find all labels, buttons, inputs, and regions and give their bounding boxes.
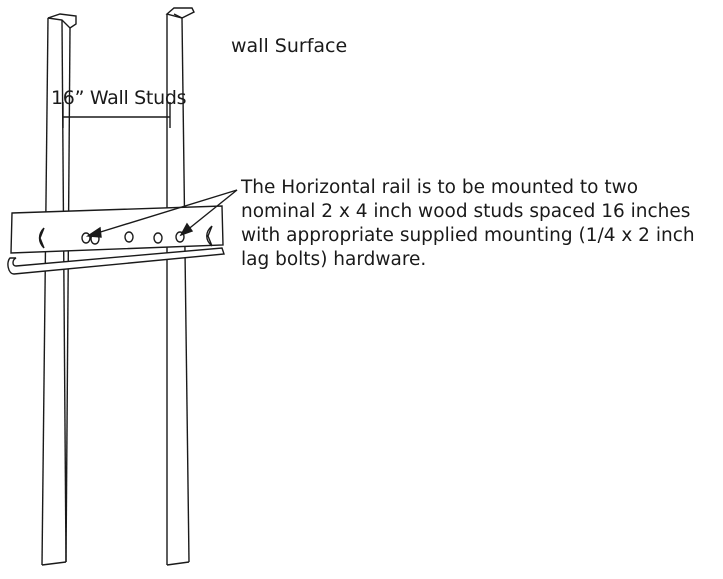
rail-hole-4 — [153, 232, 163, 244]
note-line: The Horizontal rail is to be mounted to … — [241, 177, 639, 198]
stud-spacing-dimension — [62, 102, 171, 128]
mounting-note: The Horizontal rail is to be mounted to … — [241, 176, 723, 272]
rail-left-hook — [38, 227, 45, 249]
horizontal-rail — [7, 205, 225, 275]
stud-spacing-label: 16” Wall Studs — [51, 87, 187, 109]
rail-hole-1 — [81, 232, 91, 244]
note-line: nominal 2 x 4 inch wood studs spaced 16 … — [241, 201, 691, 222]
pointer-arrows — [85, 189, 238, 238]
note-line: with appropriate supplied mounting (1/4 … — [241, 225, 695, 246]
rail-right-hook — [206, 225, 213, 247]
wall-surface-label: wall Surface — [231, 35, 348, 57]
right-stud — [165, 7, 195, 566]
rail-hole-3 — [124, 231, 134, 243]
note-line: lag bolts) hardware. — [241, 249, 427, 270]
rail-hole-5 — [175, 231, 185, 243]
